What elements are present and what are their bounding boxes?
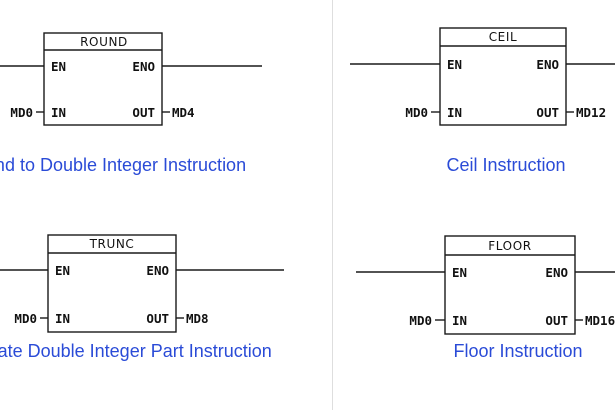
- in-operand: MD0: [14, 311, 37, 326]
- block-title: TRUNC: [89, 237, 135, 251]
- out-pin-label: OUT: [132, 105, 155, 120]
- in-operand: MD0: [10, 105, 33, 120]
- in-pin-label: IN: [452, 313, 467, 328]
- in-operand: MD0: [409, 313, 432, 328]
- left-panel: ROUND EN ENO IN OUT MD0 MD4 Round to Dou…: [0, 32, 284, 361]
- eno-pin-label: ENO: [146, 263, 169, 278]
- instruction-box: [47, 234, 177, 333]
- trunc-caption: Truncate Double Integer Part Instruction: [0, 341, 272, 361]
- out-operand: MD8: [186, 311, 209, 326]
- out-pin-label: OUT: [536, 105, 559, 120]
- eno-pin-label: ENO: [132, 59, 155, 74]
- eno-pin-label: ENO: [545, 265, 568, 280]
- in-pin-label: IN: [447, 105, 462, 120]
- trunc-block-diagram: TRUNC EN ENO IN OUT MD0 MD8: [0, 234, 284, 333]
- out-operand: MD4: [172, 105, 195, 120]
- in-pin-label: IN: [51, 105, 66, 120]
- out-pin-label: OUT: [545, 313, 568, 328]
- en-pin-label: EN: [55, 263, 70, 278]
- eno-pin-label: ENO: [536, 57, 559, 72]
- en-pin-label: EN: [51, 59, 66, 74]
- right-panel: CEIL EN ENO IN OUT MD0 MD12 Ceil Instruc…: [333, 0, 615, 410]
- instruction-box: [444, 235, 576, 335]
- in-operand: MD0: [405, 105, 428, 120]
- out-pin-label: OUT: [146, 311, 169, 326]
- ceil-block-diagram: CEIL EN ENO IN OUT MD0 MD12: [350, 27, 615, 126]
- out-operand: MD12: [576, 105, 606, 120]
- out-operand: MD16: [585, 313, 615, 328]
- en-pin-label: EN: [452, 265, 467, 280]
- block-title: CEIL: [489, 30, 518, 44]
- ceil-caption: Ceil Instruction: [446, 155, 566, 175]
- in-pin-label: IN: [55, 311, 70, 326]
- panel-divider: [332, 0, 333, 410]
- instruction-box: [43, 32, 163, 126]
- block-title: FLOOR: [488, 239, 531, 253]
- instruction-box: [439, 27, 567, 126]
- floor-block-diagram: FLOOR EN ENO IN OUT MD0 MD16: [356, 235, 615, 335]
- round-caption: Round to Double Integer Instruction: [0, 155, 247, 175]
- floor-caption: Floor Instruction: [453, 341, 583, 361]
- block-title: ROUND: [80, 35, 128, 49]
- round-block-diagram: ROUND EN ENO IN OUT MD0 MD4: [0, 32, 262, 126]
- en-pin-label: EN: [447, 57, 462, 72]
